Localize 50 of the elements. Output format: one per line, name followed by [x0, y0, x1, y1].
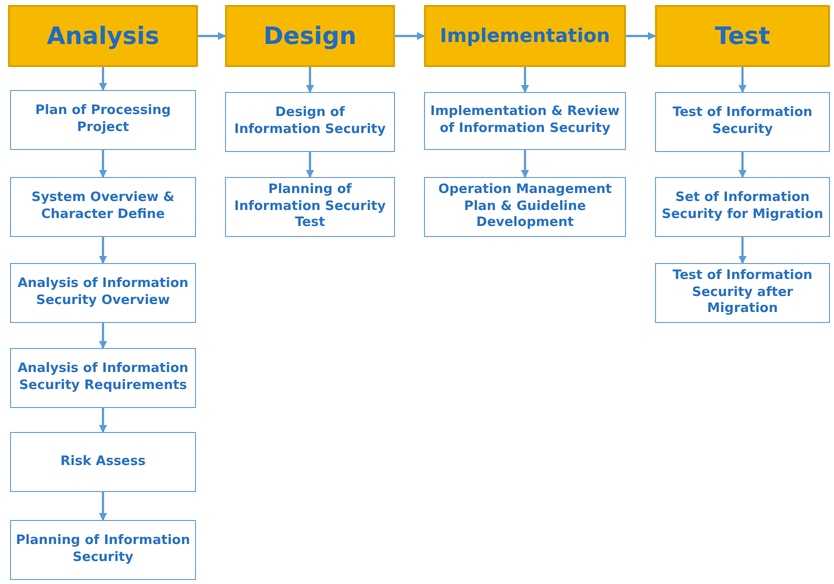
- step-box: [10, 348, 196, 408]
- step-label: System Overview & Character Define: [30, 190, 176, 224]
- phase-box: [424, 5, 626, 67]
- step-label: Analysis of Information Security Requirements: [16, 361, 190, 395]
- arrow: [99, 237, 107, 264]
- arrow: [306, 67, 314, 93]
- arrow: [198, 32, 226, 40]
- step-label: Plan of Processing Project: [34, 103, 172, 137]
- arrow: [738, 152, 746, 178]
- step-label: Test of Information Security: [672, 105, 814, 139]
- arrow: [99, 408, 107, 433]
- arrow: [99, 323, 107, 349]
- phase-title: Analysis: [46, 22, 160, 50]
- step-box: [655, 92, 830, 152]
- step-box: [10, 432, 196, 492]
- arrow: [99, 150, 107, 178]
- arrow: [99, 67, 107, 91]
- step-box: [225, 92, 395, 152]
- step-label: Planning of Information Security Test: [233, 182, 387, 232]
- step-label: Planning of Information Security: [15, 533, 191, 567]
- step-label: Set of Information Security for Migration: [660, 190, 824, 224]
- phase-box: [8, 5, 198, 67]
- phase-title: Design: [264, 22, 356, 50]
- arrow: [738, 67, 746, 93]
- step-label: Analysis of Information Security Overview: [16, 276, 190, 310]
- step-box: [655, 263, 830, 323]
- arrow: [738, 237, 746, 264]
- phase-title: Test: [714, 22, 770, 50]
- step-label: Risk Assess: [60, 454, 146, 470]
- step-label: Implementation & Review of Information Security: [429, 104, 621, 138]
- arrow: [99, 492, 107, 521]
- step-box: [10, 90, 196, 150]
- step-box: [10, 177, 196, 237]
- step-box: [10, 520, 196, 580]
- step-label: Design of Information Security: [233, 105, 387, 139]
- step-box: [424, 92, 626, 150]
- step-box: [655, 177, 830, 237]
- step-box: [424, 177, 626, 237]
- step-label: Operation Management Plan & Guideline Development: [437, 182, 613, 232]
- step-label: Test of Information Security after Migration: [672, 268, 814, 318]
- phase-box: [655, 5, 830, 67]
- arrow: [306, 152, 314, 178]
- arrow: [626, 32, 656, 40]
- phase-title: Implementation: [440, 25, 610, 47]
- arrow: [395, 32, 425, 40]
- arrow: [521, 67, 529, 93]
- step-box: [225, 177, 395, 237]
- step-box: [10, 263, 196, 323]
- arrow: [521, 150, 529, 178]
- phase-box: [225, 5, 395, 67]
